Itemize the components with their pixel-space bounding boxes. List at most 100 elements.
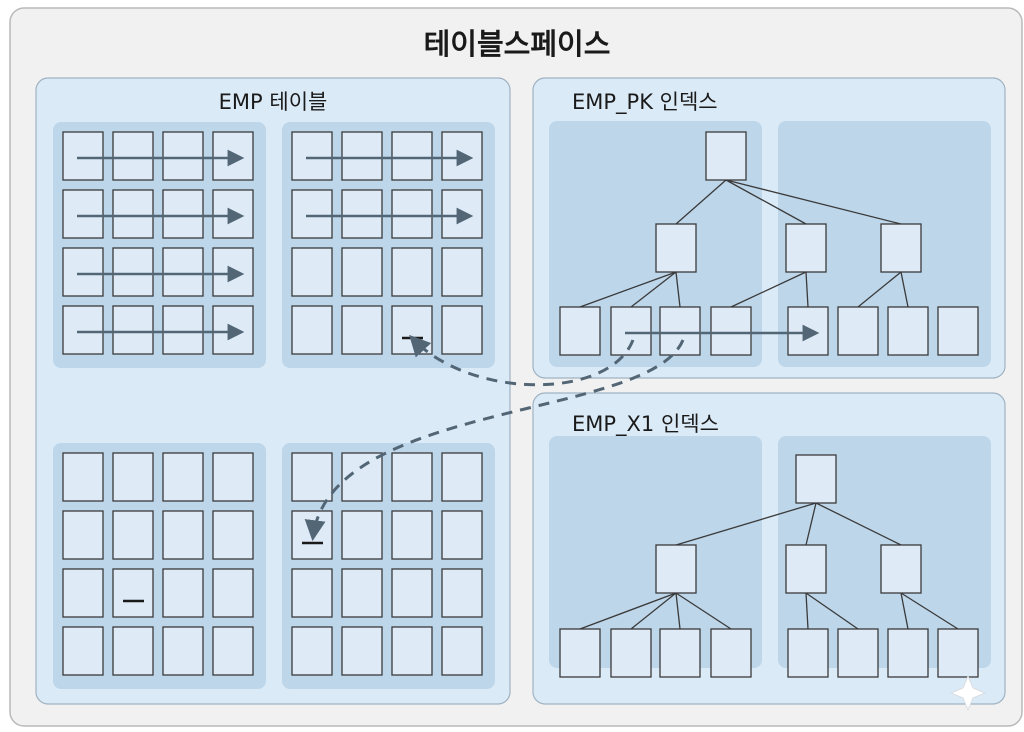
table-block	[162, 131, 204, 181]
table-block	[212, 131, 254, 181]
tree-edge	[630, 271, 677, 308]
leaf-node	[837, 306, 879, 356]
table-block	[62, 189, 104, 239]
table-block	[112, 452, 154, 502]
emp-pk-index-title: EMP_PK 인덱스	[572, 90, 718, 115]
table-block	[441, 189, 483, 239]
table-block	[441, 568, 483, 618]
table-block	[391, 568, 433, 618]
table-block	[212, 568, 254, 618]
branch-node	[655, 223, 697, 273]
table-block	[162, 568, 204, 618]
table-block	[391, 626, 433, 676]
leaf-node	[937, 306, 979, 356]
leaf-node	[837, 628, 879, 678]
table-block	[212, 189, 254, 239]
leaf-node	[559, 628, 601, 678]
tree-edge	[675, 271, 681, 308]
table-block	[112, 131, 154, 181]
table-block	[112, 510, 154, 560]
tree-edge	[805, 502, 817, 546]
tree-edge	[805, 271, 809, 308]
leaf-node	[887, 306, 929, 356]
root-node	[705, 131, 747, 181]
table-block	[62, 131, 104, 181]
table-block	[212, 626, 254, 676]
table-block	[391, 189, 433, 239]
tree-edge	[805, 592, 809, 630]
leaf-node	[787, 306, 829, 356]
branch-node	[880, 544, 922, 594]
table-block	[291, 626, 333, 676]
table-block	[441, 452, 483, 502]
tree-edge	[725, 179, 807, 225]
branch-node	[785, 223, 827, 273]
table-block	[391, 452, 433, 502]
table-block	[291, 131, 333, 181]
table-block	[391, 247, 433, 297]
table-block	[112, 247, 154, 297]
tree-edge	[900, 592, 909, 630]
table-block	[62, 305, 104, 355]
table-block	[291, 305, 333, 355]
table-block	[112, 626, 154, 676]
table-block	[341, 247, 383, 297]
table-block	[212, 452, 254, 502]
table-block	[441, 626, 483, 676]
table-block	[341, 305, 383, 355]
table-block	[162, 305, 204, 355]
leaf-node	[710, 628, 752, 678]
table-block	[391, 305, 433, 355]
table-block	[441, 131, 483, 181]
tree-edge	[900, 271, 909, 308]
table-block	[441, 305, 483, 355]
x1-index-extents	[549, 436, 991, 678]
branch-node	[880, 223, 922, 273]
tree-edge	[675, 502, 817, 546]
tree-edge	[805, 592, 859, 630]
table-block	[291, 247, 333, 297]
table-block	[212, 305, 254, 355]
table-block	[62, 452, 104, 502]
pk-index-extents	[549, 121, 991, 367]
table-block	[212, 247, 254, 297]
table-block	[212, 510, 254, 560]
leaf-node	[659, 628, 701, 678]
table-block	[291, 189, 333, 239]
tree-edge	[675, 179, 727, 225]
table-block	[112, 189, 154, 239]
table-block	[162, 247, 204, 297]
branch-node	[785, 544, 827, 594]
branch-node	[655, 544, 697, 594]
table-block	[341, 626, 383, 676]
table-block	[162, 452, 204, 502]
root-node	[795, 454, 837, 504]
table-block	[162, 626, 204, 676]
leaf-node	[887, 628, 929, 678]
leaf-node	[937, 628, 979, 678]
leaf-node	[610, 628, 652, 678]
tree-edge	[730, 271, 807, 308]
table-block	[291, 568, 333, 618]
table-block	[62, 247, 104, 297]
table-extents	[53, 122, 495, 689]
tablespace-title: 테이블스페이스	[424, 27, 611, 61]
table-block	[62, 568, 104, 618]
tree-edge	[815, 502, 902, 546]
table-block	[112, 568, 154, 618]
leaf-node	[710, 306, 752, 356]
tree-edge	[675, 592, 732, 630]
table-access-arrow-2	[304, 339, 685, 542]
table-block	[391, 131, 433, 181]
table-block	[441, 247, 483, 297]
table-block	[441, 510, 483, 560]
leaf-node	[610, 306, 652, 356]
table-block	[341, 131, 383, 181]
tree-edge	[579, 592, 677, 630]
table-block	[62, 510, 104, 560]
table-block	[341, 568, 383, 618]
tree-edge	[579, 271, 677, 308]
tree-edge	[900, 592, 959, 630]
tree-edge	[630, 592, 677, 630]
